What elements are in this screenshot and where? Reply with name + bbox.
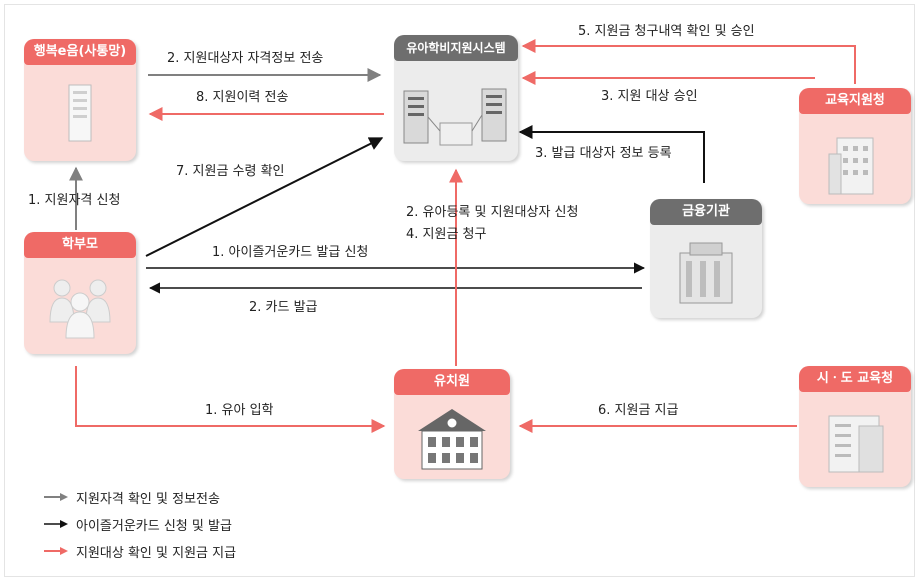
office-building-icon — [828, 415, 884, 473]
node-city-edu: 시ㆍ도 교육청 — [799, 366, 911, 487]
legend-red-arrow-icon — [44, 547, 68, 555]
node-support-system-title: 유아학비지원시스템 — [394, 35, 518, 61]
flow-label-card-issue: 2. 카드 발급 — [249, 300, 318, 315]
flow-label-enroll-apply: 2. 유아등록 및 지원대상자 신청 — [406, 205, 579, 220]
flow-label-apply-eligibility: 1. 지원자격 신청 — [28, 193, 121, 208]
node-kindergarten: 유치원 — [394, 369, 510, 479]
node-bank-title: 금융기관 — [650, 199, 762, 225]
school-icon — [418, 409, 486, 470]
flow-label-receipt-confirm: 7. 지원금 수령 확인 — [176, 164, 285, 179]
flow-label-eligibility-send: 2. 지원대상자 자격정보 전송 — [167, 51, 324, 66]
node-city-edu-title: 시ㆍ도 교육청 — [799, 366, 911, 392]
legend-label: 지원대상 확인 및 지원금 지급 — [76, 545, 237, 561]
legend-label: 아이즐거운카드 신청 및 발급 — [76, 518, 232, 534]
flow-label-payment: 6. 지원금 지급 — [598, 403, 679, 418]
arrow-issuer-register — [518, 125, 705, 183]
legend-gray-arrow-icon — [44, 493, 68, 501]
node-edu-office-title: 교육지원청 — [799, 88, 911, 114]
flow-label-history-send: 8. 지원이력 전송 — [196, 90, 289, 105]
diagram-frame — [4, 4, 915, 577]
arrow-claim-approve — [521, 39, 856, 84]
bank-building-icon — [679, 242, 733, 304]
arrow-admission — [75, 366, 386, 433]
flow-label-claim-approve: 5. 지원금 청구내역 확인 및 승인 — [578, 24, 755, 39]
node-happy-eeum-title: 행복e음(사통망) — [24, 39, 136, 65]
flow-label-card-apply: 1. 아이즐거운카드 발급 신청 — [212, 245, 369, 260]
legend-label: 지원자격 확인 및 정보전송 — [76, 491, 220, 507]
flow-label-target-approve: 3. 지원 대상 승인 — [601, 89, 698, 104]
people-icon — [49, 279, 111, 339]
legend-item: 아이즐거운카드 신청 및 발급 — [44, 515, 232, 534]
node-edu-office: 교육지원청 — [799, 88, 911, 204]
building-icon — [828, 137, 874, 195]
legend-item: 지원자격 확인 및 정보전송 — [44, 488, 220, 507]
node-support-system: 유아학비지원시스템 — [394, 35, 518, 161]
flow-label-admission: 1. 유아 입학 — [205, 403, 274, 418]
servers-icon — [403, 88, 507, 146]
legend-black-arrow-icon — [44, 520, 68, 528]
node-parent-title: 학부모 — [24, 232, 136, 258]
node-bank: 금융기관 — [650, 199, 762, 318]
node-happy-eeum: 행복e음(사통망) — [24, 39, 136, 161]
server-icon — [68, 84, 92, 142]
node-parent: 학부모 — [24, 232, 136, 354]
arrow-receipt-confirm — [145, 137, 384, 257]
flow-label-claim: 4. 지원금 청구 — [406, 227, 487, 242]
node-kindergarten-title: 유치원 — [394, 369, 510, 395]
flow-label-issuer-register: 3. 발급 대상자 정보 등록 — [535, 146, 672, 161]
legend-item: 지원대상 확인 및 지원금 지급 — [44, 542, 237, 561]
